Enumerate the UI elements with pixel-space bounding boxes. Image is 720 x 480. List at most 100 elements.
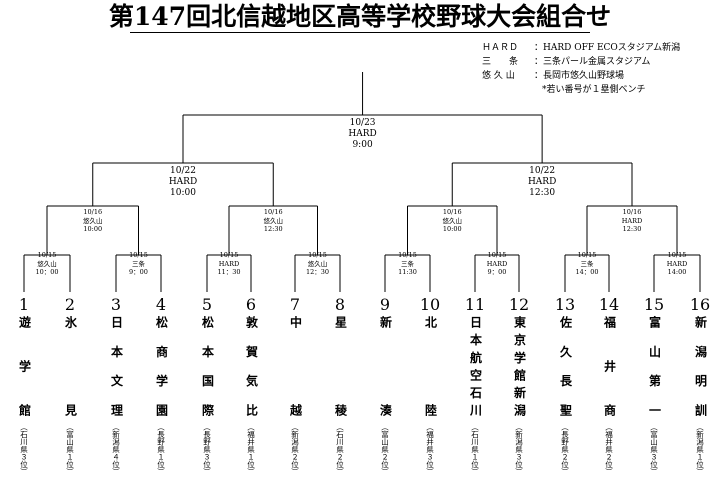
match-venue: 三条 [580,259,594,268]
team-prefecture-rank: （長野県３位） [202,422,212,476]
team-name: 松本国際 [200,316,215,416]
match-time: 12：30 [305,268,330,276]
match-date: 10/15 [577,251,597,259]
match-venue: HARD [486,259,508,268]
team-prefecture-rank: （長野県２位） [560,422,570,476]
team-number: 11 [464,295,486,314]
match-time: 12:30 [529,188,556,198]
match-time: 9：00 [487,268,507,276]
match-venue: 三条 [131,259,145,268]
legend-row-yukyuzan: 悠 久 山：長岡市悠久山野球場 [482,71,625,81]
legend-value: HARD OFF ECOスタジアム新潟 [543,43,681,53]
match-date: 10/16 [263,208,283,216]
team-number: 4 [155,295,167,314]
match-date: 10/16 [622,208,642,216]
team-name: 富山第一 [647,316,662,416]
team-prefecture-rank: （長野県１位） [156,422,166,476]
team-prefecture-rank: （新潟県１位） [695,422,705,476]
team-prefecture-rank: （福井県１位） [246,422,256,476]
match-venue: HARD [621,216,643,225]
match-date: 10/16 [442,208,462,216]
legend-key: ＨＡＲＤ [482,43,519,53]
team-name: 北陸 [423,316,438,416]
team-number: 12 [508,295,530,314]
match-date: 10/22 [170,166,196,176]
team-prefecture-rank: （富山県１位） [65,422,75,476]
match-venue: 悠久山 [263,216,284,225]
team-name: 新潟明訓 [693,316,708,416]
team-prefecture-rank: （富山県２位） [380,422,390,476]
match-time: 12:30 [622,225,642,233]
match-date: 10/22 [529,166,556,176]
page-title: 第147回北信越地区高等学校野球大会組合せ [108,2,612,31]
match-time: 10:00 [442,225,462,233]
match-venue: 悠久山 [442,216,463,225]
legend-row-sanjo: 三 条：三条パール金属スタジアム [482,57,651,67]
team-entry: 5 松本国際 （長野県３位） [194,296,220,480]
match-venue: 悠久山 [83,216,103,225]
legend-note: *若い番号が１塁側ベンチ [542,85,646,95]
team-number: 5 [201,295,213,314]
team-name: 中越 [288,316,303,416]
match-time: 11：30 [217,268,241,276]
team-name: 東京学館新潟 [512,316,527,416]
team-number: 7 [289,295,301,314]
match-date: 10/15 [667,251,687,259]
team-number: 8 [334,295,346,314]
team-prefecture-rank: （福井県２位） [604,422,614,476]
legend-row-hard: ＨＡＲＤ：HARD OFF ECOスタジアム新潟 [482,43,681,53]
match-venue: 三条 [400,259,414,268]
match-time: 10:00 [83,225,103,233]
match-date: 10/15 [37,251,57,259]
team-number: 6 [245,295,257,314]
match-date: 10/15 [398,251,417,259]
match-time: 10:00 [170,188,196,198]
team-prefecture-rank: （新潟県３位） [514,422,524,476]
match-time: 9：00 [129,268,148,276]
match-time: 12:30 [263,225,283,233]
match-venue: HARD [527,177,557,187]
match-date: 10/15 [219,251,239,259]
team-prefecture-rank: （新潟県４位） [111,422,121,476]
match-date: 10/23 [349,118,376,128]
match-date: 10/15 [487,251,507,259]
match-date: 10/15 [129,251,148,259]
legend-key: 悠 久 山 [482,71,515,81]
match-time: 14：00 [575,268,599,276]
team-entry: 12 東京学館新潟 （新潟県３位） [506,296,532,480]
match-venue: HARD [218,259,240,268]
team-name: 星稜 [333,316,348,416]
match-time: 14:00 [667,268,687,276]
team-number: 13 [554,295,576,314]
team-name: 福井商 [602,316,617,416]
match-venue: HARD [348,129,377,139]
team-prefecture-rank: （富山県３位） [649,422,659,476]
legend-value: 長岡市悠久山野球場 [543,71,625,81]
legend-key: 三 条 [482,57,519,67]
team-name: 佐久長聖 [558,316,573,416]
team-number: 15 [643,295,665,314]
match-venue: HARD [168,177,198,187]
match-venue: 悠久山 [307,259,328,268]
